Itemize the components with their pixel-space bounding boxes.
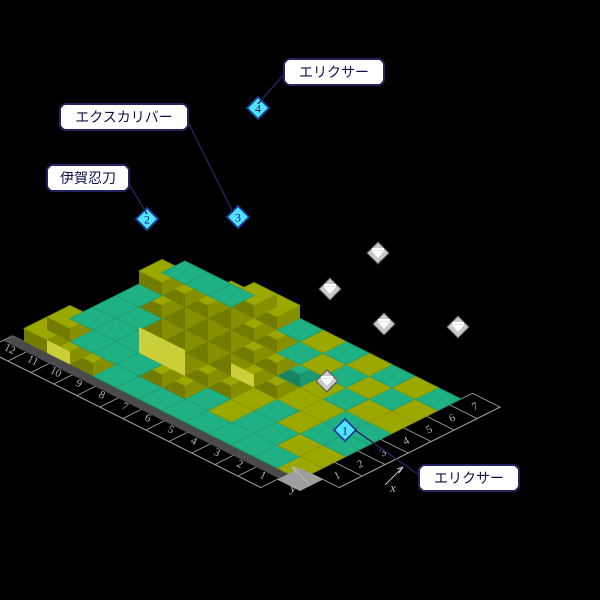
numbered-marker-label: 2 (144, 213, 150, 227)
chest-icon (378, 322, 390, 329)
axis-y-tick-label: 4 (189, 435, 200, 448)
chest-marker[interactable] (318, 277, 342, 301)
axis-x-tick-label: 5 (424, 423, 435, 436)
terrain-ridge-highlight (139, 327, 162, 365)
chest-marker[interactable] (446, 315, 470, 339)
callout-excalibur-text: エクスカリバー (75, 110, 173, 126)
axis-y-tick-label: 2 (235, 458, 245, 471)
numbered-marker-4[interactable]: 4 (245, 95, 271, 121)
chest-icon (372, 251, 384, 258)
axis-x-tick-label: 1 (332, 469, 342, 482)
axis-y-tick-label: 6 (143, 412, 154, 425)
callout-iga[interactable]: 伊賀忍刀 (46, 164, 130, 192)
callout-elixir-bottom-leader (354, 429, 420, 476)
axis-y-name: y (288, 480, 296, 495)
terrain-tile-face-left (47, 317, 70, 342)
callout-excalibur-box (59, 103, 189, 131)
callout-elixir-top-text: エリクサー (299, 65, 369, 81)
origin-tile-diamond (277, 468, 323, 491)
terrain-ridge-highlight (162, 338, 185, 376)
axis-x-tick-label: 2 (355, 458, 365, 471)
axis-y-tick-label: 7 (120, 400, 131, 413)
terrain-ridge-highlight (231, 363, 254, 388)
callout-excalibur[interactable]: エクスカリバー (59, 103, 189, 131)
chest-icon-lid (372, 248, 384, 251)
numbered-marker-2[interactable]: 2 (134, 206, 160, 232)
axis-x-tick-label: 6 (447, 411, 458, 424)
axis-x-tick-label: 3 (378, 446, 389, 459)
terrain-tile-face-right (254, 294, 277, 319)
terrain-tile[interactable] (160, 260, 210, 285)
axis-y-tick-label: 5 (166, 423, 177, 436)
axis-x-arrow (384, 466, 404, 486)
numbered-marker-diamond (332, 417, 358, 443)
axis-x-tick-label: 7 (470, 400, 481, 413)
chest-icon (324, 287, 336, 294)
axis-y-tick-label: 3 (212, 446, 223, 459)
numbered-marker-diamond (134, 206, 160, 232)
chest-icon-lid (452, 322, 464, 325)
origin-tile (277, 468, 323, 491)
callout-elixir-top-box (283, 58, 385, 86)
chest-icon-lid (378, 319, 390, 322)
callout-elixir-top[interactable]: エリクサー (283, 58, 385, 86)
terrain-tile-face-left (24, 328, 47, 353)
callout-iga-box (46, 164, 130, 192)
axis-y-band (3, 335, 289, 479)
axis-y-tick-label: 1 (258, 469, 268, 482)
terrain-tile-face-left (139, 271, 162, 296)
terrain-tile-face-right (277, 305, 300, 330)
terrain-ridge-highlight (47, 340, 70, 365)
axis-x-tick-cell (448, 392, 502, 420)
axis-y-tick-label: 9 (74, 377, 85, 390)
chest-icon (321, 379, 333, 386)
callout-iga-text: 伊賀忍刀 (60, 171, 116, 187)
callout-leaders (128, 71, 420, 476)
chest-marker[interactable] (366, 241, 390, 265)
chest-icon (452, 325, 464, 332)
axis-y-tick-label: 8 (97, 389, 108, 402)
axis-x-name: x (389, 480, 396, 495)
callout-elixir-bottom-box (418, 464, 520, 492)
axis-x-tick-label: 4 (401, 434, 412, 447)
callout-elixir-top-leader (257, 71, 287, 105)
callout-iga-leader (128, 183, 148, 215)
axis-y-arrow (291, 466, 311, 486)
chest-marker[interactable] (372, 312, 396, 336)
numbered-marker-label: 3 (235, 211, 241, 225)
numbered-marker-label: 4 (255, 102, 261, 116)
chest-icon-lid (321, 376, 333, 379)
callout-elixir-bottom-text: エリクサー (434, 471, 504, 487)
callout-elixir-bottom[interactable]: エリクサー (418, 464, 520, 492)
terrain-tiles[interactable] (22, 258, 463, 481)
numbered-marker-label: 1 (342, 424, 348, 438)
numbered-marker-1[interactable]: 1 (332, 417, 358, 443)
chest-markers[interactable] (315, 241, 470, 393)
callout-excalibur-leader (187, 121, 234, 213)
numbered-marker-diamond (245, 95, 271, 121)
chest-icon-lid (324, 284, 336, 287)
chest-marker[interactable] (315, 369, 339, 393)
